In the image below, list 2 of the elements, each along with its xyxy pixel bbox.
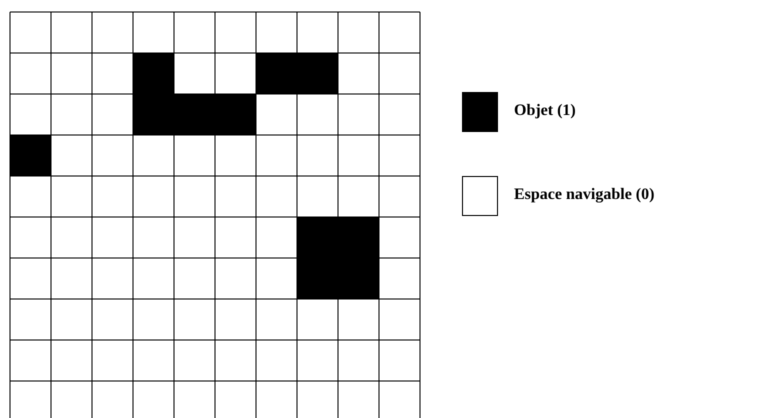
legend-label: Objet (1) <box>514 102 576 120</box>
legend-label: Espace navigable (0) <box>514 186 654 204</box>
